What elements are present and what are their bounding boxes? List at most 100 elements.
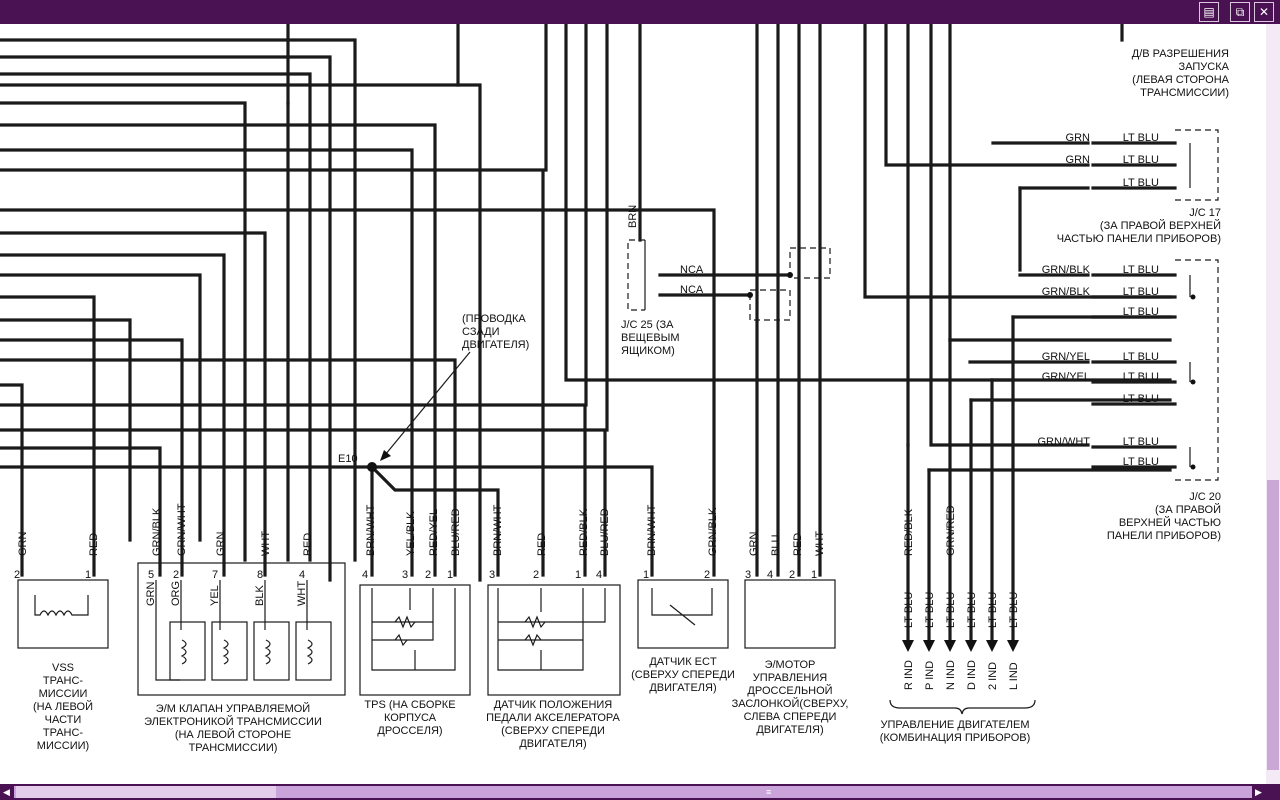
em-valve-label: (НА ЛЕВОЙ СТОРОНЕ: [175, 728, 291, 741]
dv-label: (ЛЕВАЯ СТОРОНА: [1132, 74, 1229, 86]
horizontal-scroll-track[interactable]: [14, 786, 1252, 798]
tps-label: TPS (НА СБОРКЕ: [364, 699, 455, 711]
wire-color-label: BRN/WHT: [492, 504, 504, 556]
throttle-motor-label: Э/МОТОР: [765, 659, 816, 671]
pin-number: 1: [447, 569, 453, 581]
jc20-label: ВЕРХНЕЙ ЧАСТЬЮ: [1119, 516, 1221, 529]
brn-label: BRN: [627, 205, 639, 228]
indicator-wire-label: LT BLU: [1008, 592, 1020, 628]
indicator-wire-label: LT BLU: [924, 592, 936, 628]
indicator-wire-label: LT BLU: [945, 592, 957, 628]
close-icon[interactable]: ✕: [1254, 2, 1274, 22]
restore-icon[interactable]: ⧉: [1230, 2, 1250, 22]
jc17-wire-color: LT BLU: [1123, 177, 1159, 189]
wire-color-label: RED/BLK: [903, 508, 915, 556]
pedal-sensor-label: ПЕДАЛИ АКСЕЛЕРАТОРА: [486, 712, 620, 724]
indicator-label: P IND: [924, 661, 936, 690]
indicator-wire-label: LT BLU: [987, 592, 999, 628]
vss-label: ТРАНС-: [43, 675, 84, 687]
vertical-drops: [286, 24, 1172, 642]
jc17-wire-color: LT BLU: [1123, 132, 1159, 144]
jc20-wire-color: LT BLU: [1123, 351, 1159, 363]
wire-color-label: BLU/RED: [450, 508, 462, 556]
tps-label: КОРПУСА: [384, 712, 437, 724]
scroll-left-icon[interactable]: ◀: [3, 787, 10, 797]
jc17-wire-color: GRN: [1066, 154, 1091, 166]
throttle-motor-label: ДРОССЕЛЬНОЙ: [747, 684, 832, 697]
ect-sensor-label: ДАТЧИК ECT: [649, 656, 717, 668]
pin-number: 2: [789, 569, 795, 581]
wire-color-label: RED/YEL: [428, 509, 440, 556]
dv-label: ТРАНСМИССИИ): [1140, 87, 1229, 99]
jc20-wire-color: GRN/YEL: [1042, 351, 1090, 363]
jc25-label: ЯЩИКОМ): [621, 345, 675, 357]
ect-sensor-label: (СВЕРХУ СПЕРЕДИ: [631, 669, 735, 681]
vss-label: МИССИИ: [39, 688, 88, 700]
tps-label: ДРОССЕЛЯ): [377, 725, 442, 737]
wire-color-label: GRN/WHT: [176, 503, 188, 556]
pin-number: 2: [533, 569, 539, 581]
indicator-label: R IND: [903, 660, 915, 690]
rear-wiring-label: (ПРОВОДКА: [462, 313, 526, 325]
vss-label: МИССИИ): [37, 740, 89, 752]
wire-color-label: BRN/WHT: [646, 504, 658, 556]
pedal-sensor-label: ДАТЧИК ПОЛОЖЕНИЯ: [494, 699, 613, 711]
pin-number: 1: [643, 569, 649, 581]
jc20-wire-color: GRN/WHT: [1037, 436, 1090, 448]
wire-color-label: GRN: [215, 532, 227, 557]
wire-color-label: BLU/RED: [599, 508, 611, 556]
jc20-wire-color: LT BLU: [1123, 371, 1159, 383]
pin-number: 2: [704, 569, 710, 581]
wire-color-label: YEL/BLK: [405, 511, 417, 556]
pin-number: 7: [212, 569, 218, 581]
pin-number: 4: [596, 569, 602, 581]
wire-color-label: GRN: [748, 532, 760, 557]
pin-number: 2: [14, 569, 20, 581]
wire-color-label: WHT: [260, 531, 272, 556]
wire-color-label: ORG: [170, 581, 182, 606]
pin-number: 8: [257, 569, 263, 581]
engine-control-label: УПРАВЛЕНИЕ ДВИГАТЕЛЕМ: [880, 719, 1029, 731]
jc20-label: (ЗА ПРАВОЙ: [1155, 503, 1221, 516]
jc20-wire-color: LT BLU: [1123, 393, 1159, 405]
wire-color-label: RED/BLK: [578, 508, 590, 556]
pin-number: 3: [489, 569, 495, 581]
jc25-connector: [627, 239, 831, 321]
ect-sensor-label: ДВИГАТЕЛЯ): [649, 682, 716, 694]
pin-number: 1: [811, 569, 817, 581]
jc20-wire-color: LT BLU: [1123, 436, 1159, 448]
pin-number: 1: [85, 569, 91, 581]
jc20-wire-color: GRN/YEL: [1042, 371, 1090, 383]
em-valve-label: Э/М КЛАПАН УПРАВЛЯЕМОЙ: [156, 702, 310, 715]
indicator-arrows: [889, 640, 1036, 715]
wire-color-label: BLU: [770, 535, 782, 556]
nca-label: NCA: [680, 264, 704, 276]
rear-wiring-label: СЗАДИ: [462, 326, 500, 338]
wire-color-label: WHT: [296, 581, 308, 606]
wire-color-label: GRN/RED: [945, 505, 957, 556]
jc17-wire-color: GRN: [1066, 132, 1091, 144]
jc17-label: ЧАСТЬЮ ПАНЕЛИ ПРИБОРОВ): [1057, 233, 1221, 245]
vss-label: VSS: [52, 662, 74, 674]
jc20-wire-color: GRN/BLK: [1042, 264, 1091, 276]
wire-color-label: GRN/BLK: [151, 507, 163, 556]
scroll-right-icon[interactable]: ▶: [1255, 787, 1262, 797]
horizontal-scroll-thumb[interactable]: [16, 786, 276, 798]
vss-label: (НА ЛЕВОЙ: [33, 700, 93, 713]
wire-color-label: RED: [88, 533, 100, 556]
indicator-wire-label: LT BLU: [966, 592, 978, 628]
vss-label: ТРАНС-: [43, 727, 84, 739]
wire-color-label: GRN: [145, 582, 157, 607]
print-icon[interactable]: ▤: [1199, 2, 1219, 22]
vss-label: ЧАСТИ: [45, 714, 82, 726]
e10-splice: [367, 462, 377, 472]
jc20-wire-color: LT BLU: [1123, 286, 1159, 298]
throttle-motor-label: УПРАВЛЕНИЯ: [753, 672, 827, 684]
vertical-scroll-thumb[interactable]: [1267, 480, 1279, 770]
indicator-label: D IND: [966, 660, 978, 690]
em-valve-label: ТРАНСМИССИИ): [189, 742, 278, 754]
jc17-wire-color: LT BLU: [1123, 154, 1159, 166]
scroll-corner: [1266, 784, 1280, 800]
